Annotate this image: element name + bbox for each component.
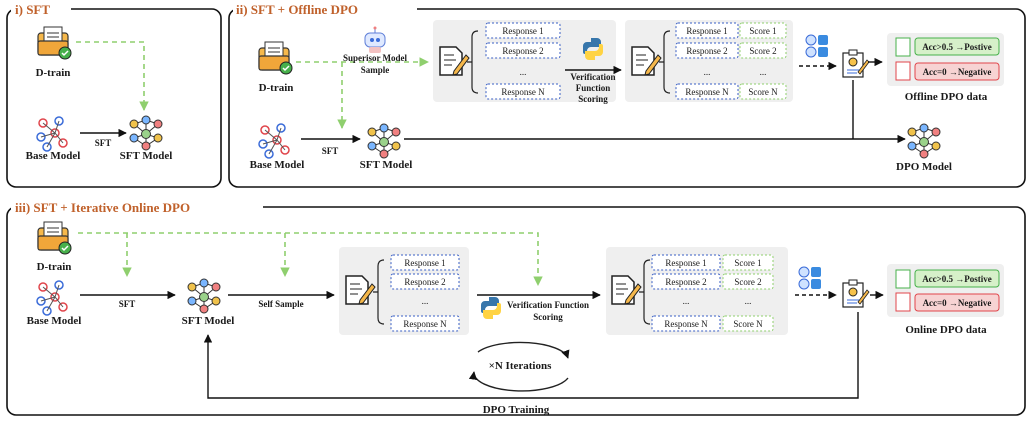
iterations-label: ×N Iterations [489, 360, 553, 372]
offline-dtrain-label: D-train [259, 82, 294, 94]
iteration-arrow-bottom [468, 371, 569, 392]
offline-scored-response-2: Response 2 [686, 46, 727, 56]
offline-response-n: Response N [501, 87, 545, 97]
offline-negative-tag [914, 62, 1000, 81]
online-score-1: Score 1 [734, 258, 761, 268]
panel-online-frame [6, 206, 1026, 416]
offline-base-label: Base Model [250, 159, 305, 171]
offline-sft-model-icon [367, 123, 401, 159]
online-verify-data-arrow [78, 232, 543, 286]
base-model-icon [36, 116, 68, 152]
online-response-1: Response 1 [404, 258, 445, 268]
panel-sft-frame [6, 8, 222, 188]
offline-response-list: Response 1 Response 2 ... Response N [485, 22, 561, 100]
panel-sft-title: i) SFT [15, 2, 50, 17]
sft-data-arrow [76, 41, 149, 111]
offline-sft-model-label: SFT Model [360, 159, 413, 171]
online-sft-arrow-label: SFT [119, 299, 136, 309]
online-response-ellipsis: ... [422, 296, 429, 306]
offline-base-icon [258, 123, 290, 159]
online-verif-2: Scoring [533, 312, 563, 322]
dtrain-folder-icon [37, 26, 72, 60]
offline-negative-text: Acc=0 →Negative [923, 67, 992, 77]
online-clipboard-icon [842, 279, 870, 308]
panel-offline-frame [228, 8, 1026, 188]
online-feedback-faces-icon [798, 266, 822, 290]
sft-model-label: SFT Model [120, 150, 173, 162]
online-base-label: Base Model [27, 315, 82, 327]
offline-score-2: Score 2 [749, 46, 776, 56]
self-sample-label: Self Sample [258, 299, 303, 309]
offline-response-1: Response 1 [502, 26, 543, 36]
offline-scored-response-n: Response N [685, 87, 729, 97]
offline-dtrain-icon [258, 41, 293, 75]
online-base-icon [36, 280, 68, 316]
online-dtrain-label: D-train [37, 261, 72, 273]
feedback-faces-icon [805, 34, 829, 58]
online-score-2: Score 2 [734, 277, 761, 287]
offline-positive-tag [914, 37, 1000, 56]
offline-score-n: Score N [748, 87, 778, 97]
offline-score-box [625, 20, 793, 102]
panel-online-title: iii) SFT + Iterative Online DPO [15, 200, 190, 215]
online-dtrain-icon [37, 221, 72, 255]
dpo-training-loop-arrow [203, 312, 859, 399]
online-scored-response-n: Response N [664, 319, 708, 329]
online-score-ellipsis: ... [745, 296, 752, 306]
offline-score-ellipsis: ... [760, 67, 767, 77]
offline-verif-1: Verification [570, 72, 615, 82]
offline-scored-ellipsis: ... [704, 67, 711, 77]
online-verif-1: Verification Function [507, 300, 589, 310]
offline-response-box [433, 20, 616, 102]
panel-offline-title: ii) SFT + Offline DPO [236, 2, 358, 17]
online-response-2: Response 2 [404, 277, 445, 287]
dpo-training-label: DPO Training [483, 404, 550, 416]
online-data-label: Online DPO data [905, 324, 987, 336]
online-response-list: Response 1 Response 2 ... Response N [390, 254, 460, 332]
offline-response-2: Response 2 [502, 46, 543, 56]
offline-clipboard-icon [842, 49, 870, 78]
online-python-icon [481, 297, 501, 319]
offline-score-list: Response 1 Score 1 Response 2 Score 2 ..… [675, 22, 787, 100]
dpo-model-icon [907, 123, 941, 159]
online-response-n: Response N [403, 319, 447, 329]
offline-sft-arrow-label: SFT [322, 146, 339, 156]
online-scored-response-2: Response 2 [665, 277, 706, 287]
superior-label-2: Sample [361, 65, 390, 75]
online-score-n: Score N [733, 319, 763, 329]
online-positive-text: Acc>0.5 →Postive [922, 274, 992, 284]
online-positive-tag [914, 269, 1000, 288]
robot-icon [364, 26, 386, 54]
offline-verif-2: Function [576, 83, 611, 93]
online-negative-tag [914, 293, 1000, 312]
online-scored-response-1: Response 1 [665, 258, 706, 268]
offline-data-label: Offline DPO data [905, 91, 988, 103]
iteration-arrow-top [477, 341, 570, 359]
offline-verif-3: Scoring [578, 94, 608, 104]
online-sft-model-icon [187, 278, 221, 314]
online-sft-model-label: SFT Model [182, 315, 235, 327]
sft-arrow-label: SFT [95, 138, 112, 148]
offline-scored-response-1: Response 1 [686, 26, 727, 36]
offline-score-1: Score 1 [749, 26, 776, 36]
online-negative-text: Acc=0 →Negative [923, 298, 992, 308]
online-scored-ellipsis: ... [683, 296, 690, 306]
dpo-model-label: DPO Model [896, 161, 952, 173]
online-score-list: Response 1 Score 1 Response 2 Score 2 ..… [651, 254, 774, 332]
offline-response-ellipsis: ... [520, 67, 527, 77]
sft-dtrain-label: D-train [36, 67, 71, 79]
superior-label-1: Superisor Model [343, 53, 408, 63]
sft-model-icon [129, 115, 163, 151]
sft-base-label: Base Model [26, 150, 81, 162]
offline-positive-text: Acc>0.5 →Postive [922, 42, 992, 52]
